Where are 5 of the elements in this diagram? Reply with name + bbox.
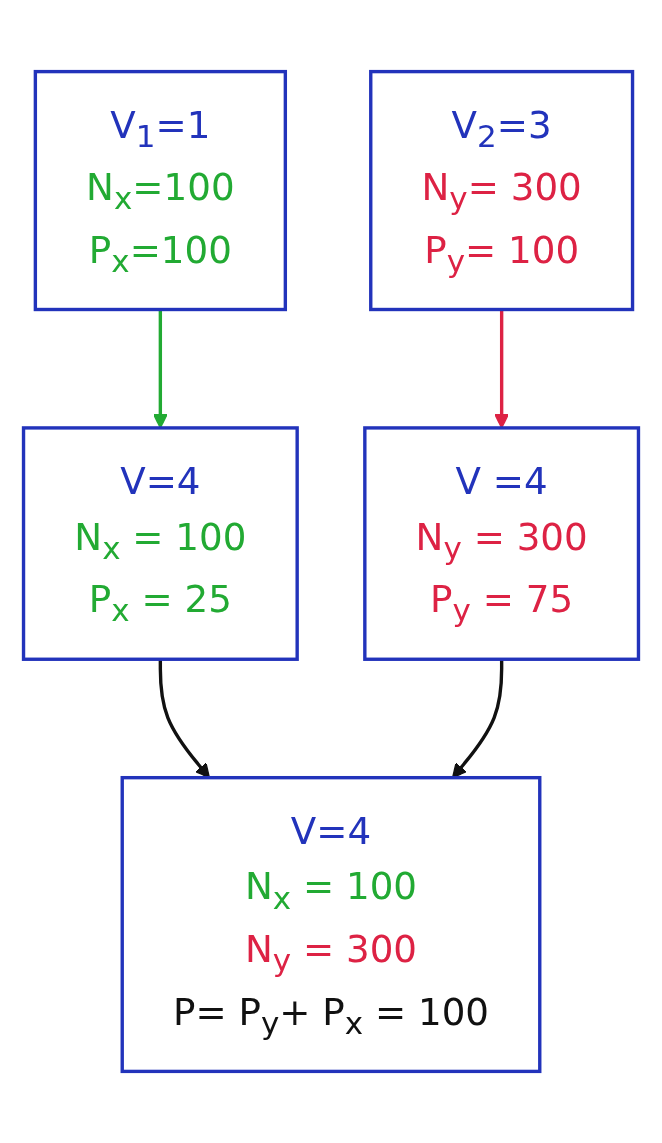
node-box: V$_{1}$=1 N$_{x}$=100 P$_{x}$=100: [33, 69, 288, 312]
node-box: V=4 N$_{x}$ = 100 P$_{x}$ = 25: [21, 426, 299, 661]
node-box: V$_{2}$=3 N$_{y}$= 300 P$_{y}$= 100: [369, 69, 635, 312]
node-box: V=4 N$_{x}$ = 100 N$_{y}$ = 300 P= P$_{y}$+ P$_{x}$ = 100: [120, 776, 542, 1074]
node-box: V =4 N$_{y}$ = 300 P$_{y}$ = 75: [363, 426, 641, 661]
